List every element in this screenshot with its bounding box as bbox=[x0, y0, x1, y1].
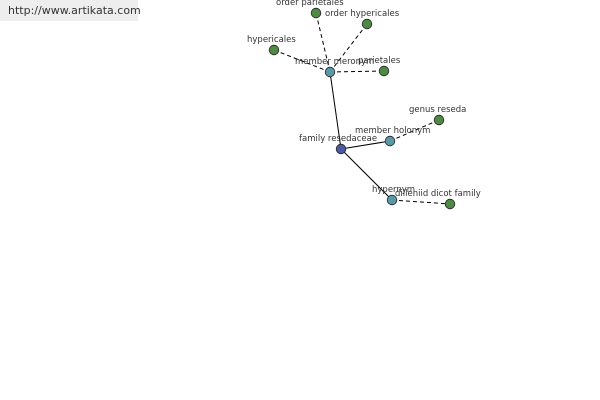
node-order-par[interactable] bbox=[310, 7, 322, 19]
node-label-parietales: parietales bbox=[358, 56, 401, 66]
node-label-hypernym: hypernym bbox=[372, 185, 415, 195]
edge-mem_mer-hypericales bbox=[273, 49, 331, 73]
edge-center-mem_mer bbox=[329, 71, 342, 150]
edge-mem_mer-order_hyp bbox=[329, 23, 368, 73]
node-label-center: family resedaceae bbox=[299, 134, 377, 144]
edge-mem_mer-order_par bbox=[315, 12, 331, 73]
node-mem-hol[interactable] bbox=[384, 135, 396, 147]
site-watermark: http://www.artikata.com bbox=[0, 0, 141, 21]
node-center[interactable] bbox=[335, 143, 347, 155]
node-label-order-par: order parietales bbox=[276, 0, 344, 8]
node-dilleniid[interactable] bbox=[444, 198, 456, 210]
edge-mem_mer-parietales bbox=[329, 70, 385, 73]
node-label-dilleniid: dilleniid dicot family bbox=[395, 189, 481, 199]
edge-center-hypernym bbox=[340, 148, 393, 201]
graph-labels: family resedaceae member meronym member ho… bbox=[247, 0, 481, 199]
node-parietales[interactable] bbox=[378, 65, 390, 77]
edge-hypernym-dilleniid bbox=[391, 199, 451, 205]
node-label-mem-hol: member holonym bbox=[355, 126, 430, 136]
edge-mem_hol-genus_reseda bbox=[389, 119, 440, 142]
node-hypernym[interactable] bbox=[386, 194, 398, 206]
node-order-hyp[interactable] bbox=[361, 18, 373, 30]
edge-center-mem_hol bbox=[340, 140, 391, 150]
node-hypericales[interactable] bbox=[268, 44, 280, 56]
node-label-mem-mer: member meronym bbox=[295, 57, 374, 67]
graph-edges bbox=[273, 12, 451, 205]
graph-nodes bbox=[268, 7, 456, 210]
node-mem-mer[interactable] bbox=[324, 66, 336, 78]
node-genus-reseda[interactable] bbox=[433, 114, 445, 126]
node-label-order-hyp: order hypericales bbox=[325, 9, 400, 19]
node-label-genus-reseda: genus reseda bbox=[409, 105, 466, 115]
node-label-hypericales: hypericales bbox=[247, 35, 296, 45]
